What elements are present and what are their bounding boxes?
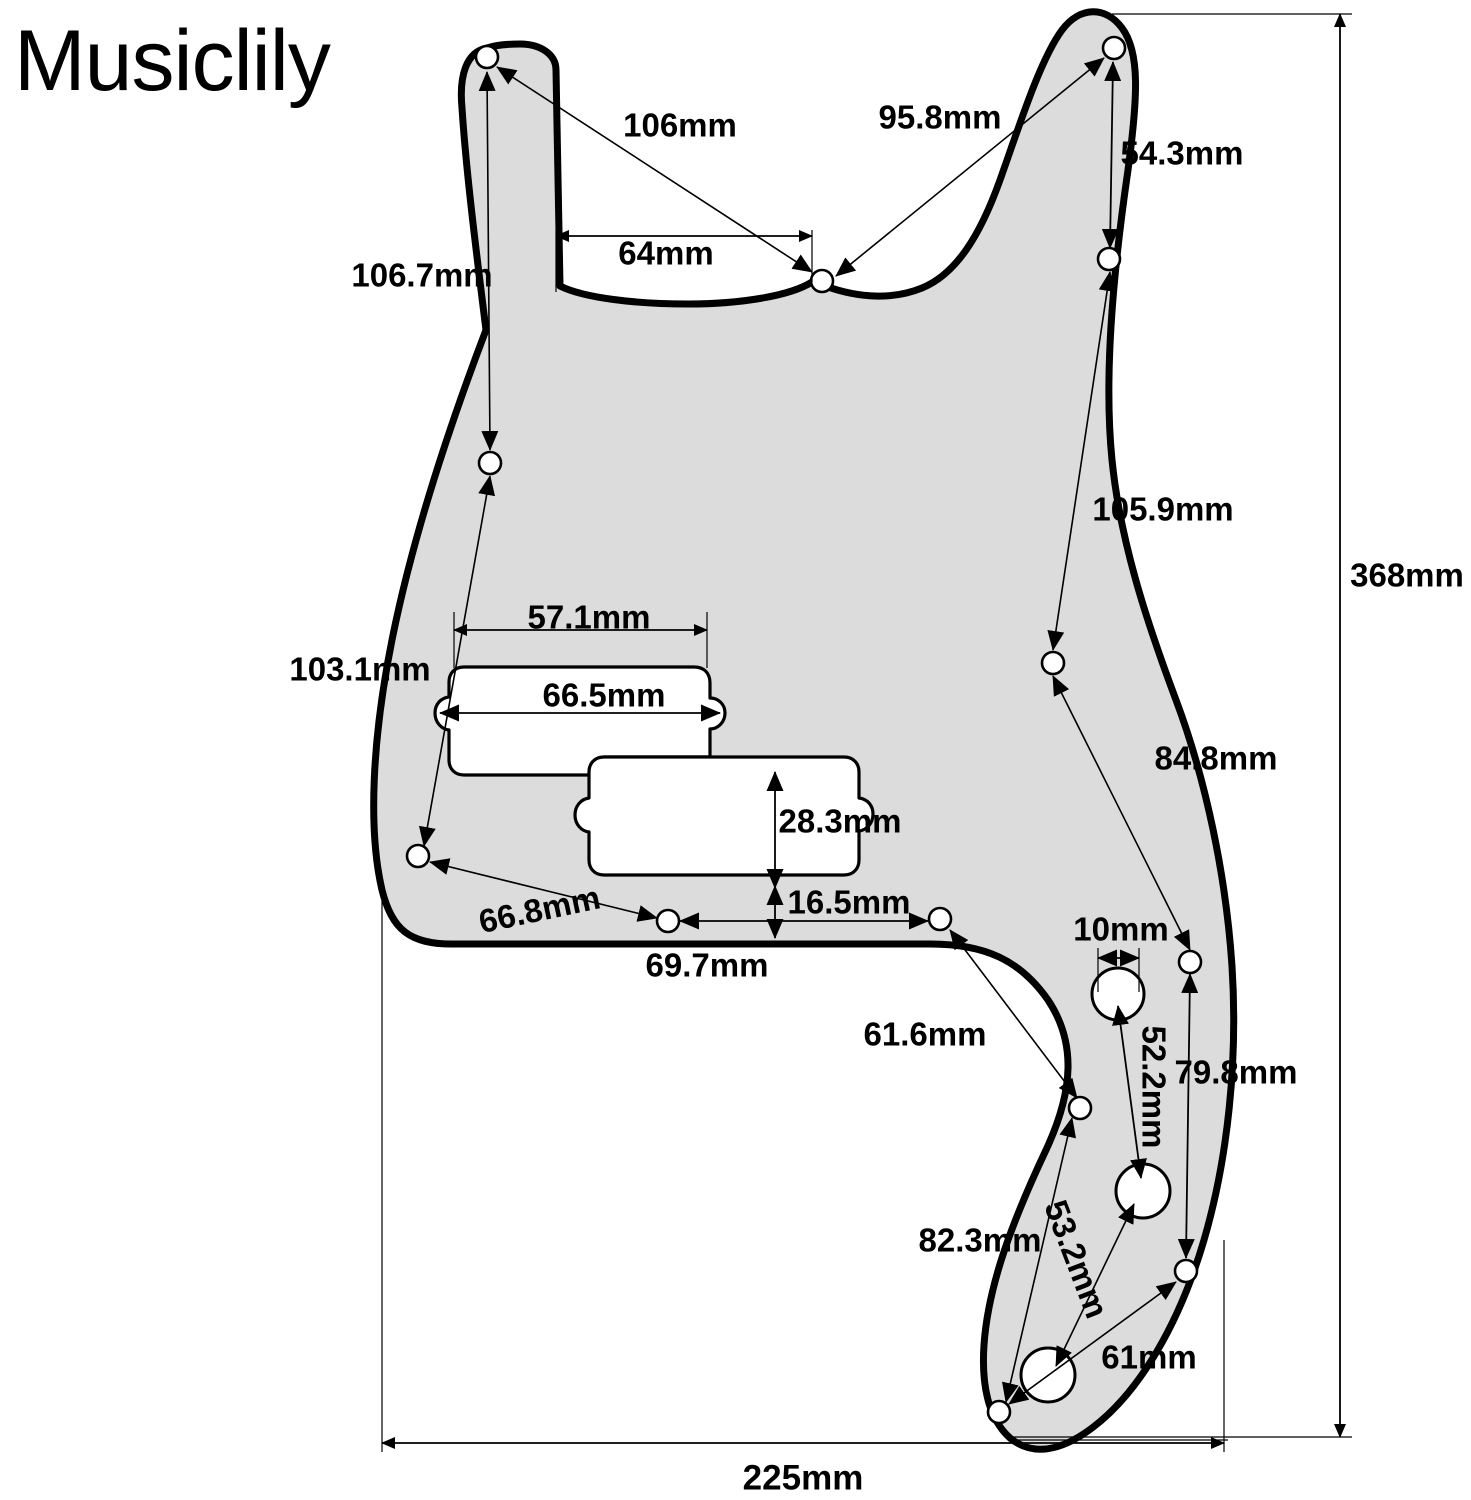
dimension-79-8mm: 79.8mm: [1175, 973, 1298, 1259]
dimension-10mm: 10mm: [1073, 911, 1169, 992]
dimension-54-3mm: 54.3mm: [1101, 61, 1244, 249]
dimension-16-5mm-label: 16.5mm: [788, 884, 911, 921]
dimension-106-7mm-label: 106.7mm: [351, 257, 492, 294]
screw-hole-9: [927, 906, 953, 932]
brand-logo: Musiclily: [14, 13, 331, 109]
dimension-66-5mm: 66.5mm: [439, 677, 721, 722]
screw-hole-5: [477, 450, 503, 476]
screw-hole-12: [1173, 1258, 1199, 1284]
dimension-225mm-label: 225mm: [743, 1458, 864, 1497]
screw-hole-3: [1101, 35, 1127, 61]
dimension-54-3mm-label: 54.3mm: [1121, 135, 1244, 172]
dimension-82-3mm-label: 82.3mm: [919, 1222, 1042, 1259]
dimension-69-7mm-label: 69.7mm: [646, 947, 769, 984]
dimension-225mm: 225mm: [381, 890, 1228, 1497]
dimension-106-7mm: 106.7mm: [351, 71, 499, 451]
screw-hole-10: [1177, 949, 1203, 975]
dimension-105-9mm-label: 105.9mm: [1092, 491, 1233, 528]
dimension-105-9mm: 105.9mm: [1047, 271, 1234, 651]
screw-hole-2: [809, 268, 835, 294]
dimension-57-1mm: 57.1mm: [453, 599, 708, 668]
dimension-28-3mm-label: 28.3mm: [779, 803, 902, 840]
screw-hole-13: [986, 1399, 1012, 1425]
dimension-95-8mm: 95.8mm: [835, 57, 1105, 277]
dimension-52-2mm-label: 52.2mm: [1135, 1026, 1172, 1149]
dimension-61-6mm-label: 61.6mm: [864, 1016, 987, 1053]
dimension-103-1mm-label: 103.1mm: [289, 651, 430, 688]
dimension-61mm-label: 61mm: [1101, 1339, 1196, 1376]
dimension-28-3mm: 28.3mm: [766, 771, 902, 889]
dimension-368mm: 368mm: [1014, 13, 1464, 1438]
screw-hole-7: [405, 843, 431, 869]
screw-hole-6: [1040, 650, 1066, 676]
dimension-52-2mm: 52.2mm: [1112, 1005, 1172, 1179]
dimension-64mm: 64mm: [555, 230, 813, 292]
screw-hole-4: [1096, 246, 1122, 272]
dimension-79-8mm-label: 79.8mm: [1175, 1054, 1298, 1091]
dimension-61mm: 61mm: [1008, 1281, 1197, 1405]
dimension-66-5mm-label: 66.5mm: [543, 677, 666, 714]
pot-hole-2: [1114, 1162, 1172, 1220]
screw-hole-1: [474, 44, 500, 70]
dimension-106mm-label: 106mm: [623, 107, 737, 144]
dimension-95-8mm-label: 95.8mm: [879, 99, 1002, 136]
dimension-69-7mm: 69.7mm: [646, 912, 929, 984]
dimension-84-8mm: 84.8mm: [1052, 675, 1278, 951]
dimension-64mm-label: 64mm: [618, 235, 713, 272]
dimension-84-8mm-label: 84.8mm: [1155, 740, 1278, 777]
dimension-368mm-label: 368mm: [1350, 557, 1464, 594]
dimension-10mm-label: 10mm: [1073, 911, 1168, 948]
screw-holes-group: [405, 35, 1203, 1425]
screw-hole-11: [1067, 1095, 1093, 1121]
dimension-61-6mm: 61.6mm: [864, 929, 1078, 1099]
screw-hole-8: [655, 908, 681, 934]
pickguard-outline: [370, 8, 1238, 1453]
dimension-103-1mm: 103.1mm: [289, 475, 496, 847]
dimension-57-1mm-label: 57.1mm: [528, 599, 651, 636]
